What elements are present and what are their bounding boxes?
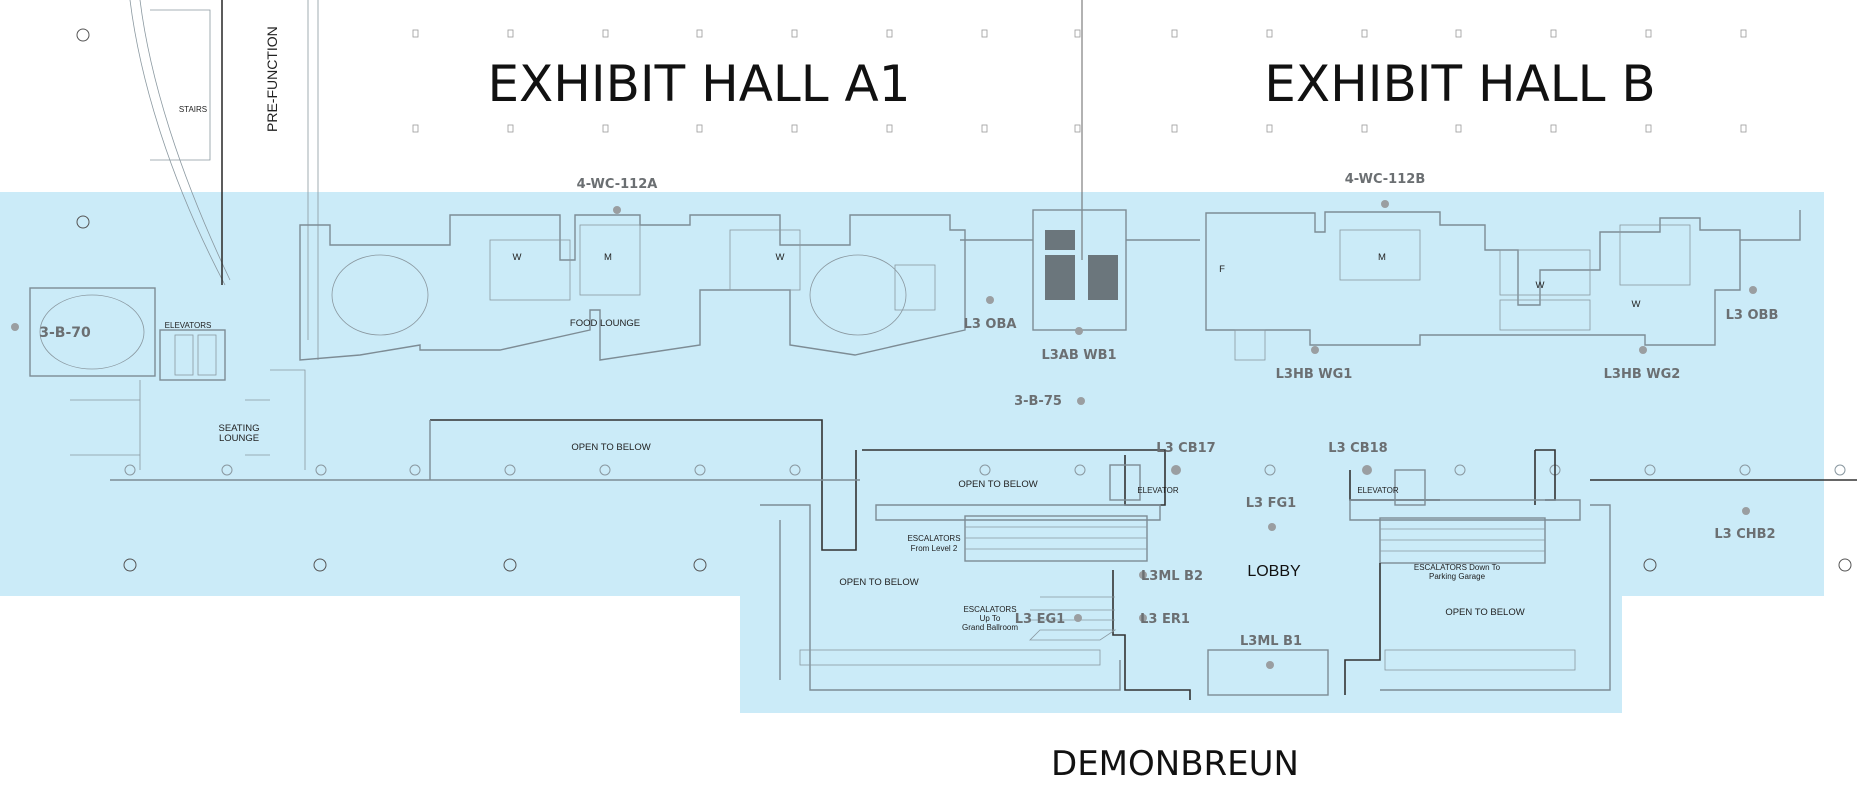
stair-core-3-b-70 [29,287,226,381]
room-l3-cb17: L3 CB17 [1156,441,1215,456]
restroom-women-label: W [1536,280,1545,291]
escalators-ballroom-label: Grand Ballroom [962,623,1018,632]
lobby-label: LOBBY [1247,563,1301,580]
room-l3-chb2: L3 CHB2 [1714,527,1775,542]
room-4-wc-112a: 4-WC-112A [577,177,658,192]
exhibit-hall-a1-title: EXHIBIT HALL A1 [487,55,910,113]
room-l3ab-wb1: L3AB WB1 [1041,348,1116,363]
room-3-b-70: 3-B-70 [39,325,91,341]
restroom-men-label: M [1378,252,1386,263]
open-to-below-label: OPEN TO BELOW [839,577,918,588]
elevator-label: ELEVATOR [1137,486,1179,495]
restroom-men-label: M [604,252,612,263]
wb1-block [960,209,1200,331]
open-to-below-label: OPEN TO BELOW [1445,607,1524,618]
escalators-parking-label: ESCALATORS Down To [1414,563,1501,572]
room-markers [11,200,1757,669]
room-4-wc-112b: 4-WC-112B [1345,172,1425,187]
escalators-parking-label: Parking Garage [1429,572,1486,581]
room-l3hb-wg2: L3HB WG2 [1604,367,1681,382]
escalators-level2-label: ESCALATORS [907,534,960,543]
stairs-label: STAIRS [179,105,207,114]
room-l3-fg1: L3 FG1 [1246,496,1296,511]
seating-lounge-label-2: LOUNGE [219,433,259,444]
room-3-b-75: 3-B-75 [1014,394,1062,409]
open-to-below-label: OPEN TO BELOW [958,479,1037,490]
room-l3-cb18: L3 CB18 [1328,441,1387,456]
family-restroom-label: F [1219,264,1225,275]
escalators-level2-label: From Level 2 [911,544,958,553]
escalators-ballroom-label: ESCALATORS [963,605,1016,614]
restroom-women-label: W [1632,299,1641,310]
level-3-zone [0,192,1824,713]
elevators-label: ELEVATORS [165,321,212,330]
room-l3hb-wg1: L3HB WG1 [1276,367,1353,382]
lobby-atrium [760,449,1857,700]
room-l3-obb: L3 OBB [1726,308,1779,323]
exhibit-hall-b-title: EXHIBIT HALL B [1264,55,1655,113]
restroom-women-label: W [776,252,785,263]
room-l3-oba: L3 OBA [964,317,1017,332]
restroom-wing-b [1205,210,1801,361]
pre-function-label: PRE-FUNCTION [264,26,280,132]
room-l3-eg1: L3 EG1 [1015,612,1065,627]
room-l3ml-b1: L3ML B1 [1240,634,1302,649]
food-lounge-label: FOOD LOUNGE [570,318,640,329]
room-l3-er1: L3 ER1 [1140,612,1190,627]
street-label-demonbreun: DEMONBREUN [1051,744,1299,784]
column-grid [412,29,1747,133]
seating-lounge-label-1: SEATING [219,423,260,434]
curved-stair-structure [129,0,319,360]
food-lounge-wing [299,214,966,361]
corridor-columns [124,464,1846,476]
escalators-ballroom-label: Up To [980,614,1001,623]
open-to-below-label: OPEN TO BELOW [571,442,650,453]
column-markers [76,28,1852,572]
room-l3ml-b2: L3ML B2 [1141,569,1203,584]
corridor-left [70,369,860,551]
restroom-women-label: W [513,252,522,263]
elevator-label: ELEVATOR [1357,486,1399,495]
